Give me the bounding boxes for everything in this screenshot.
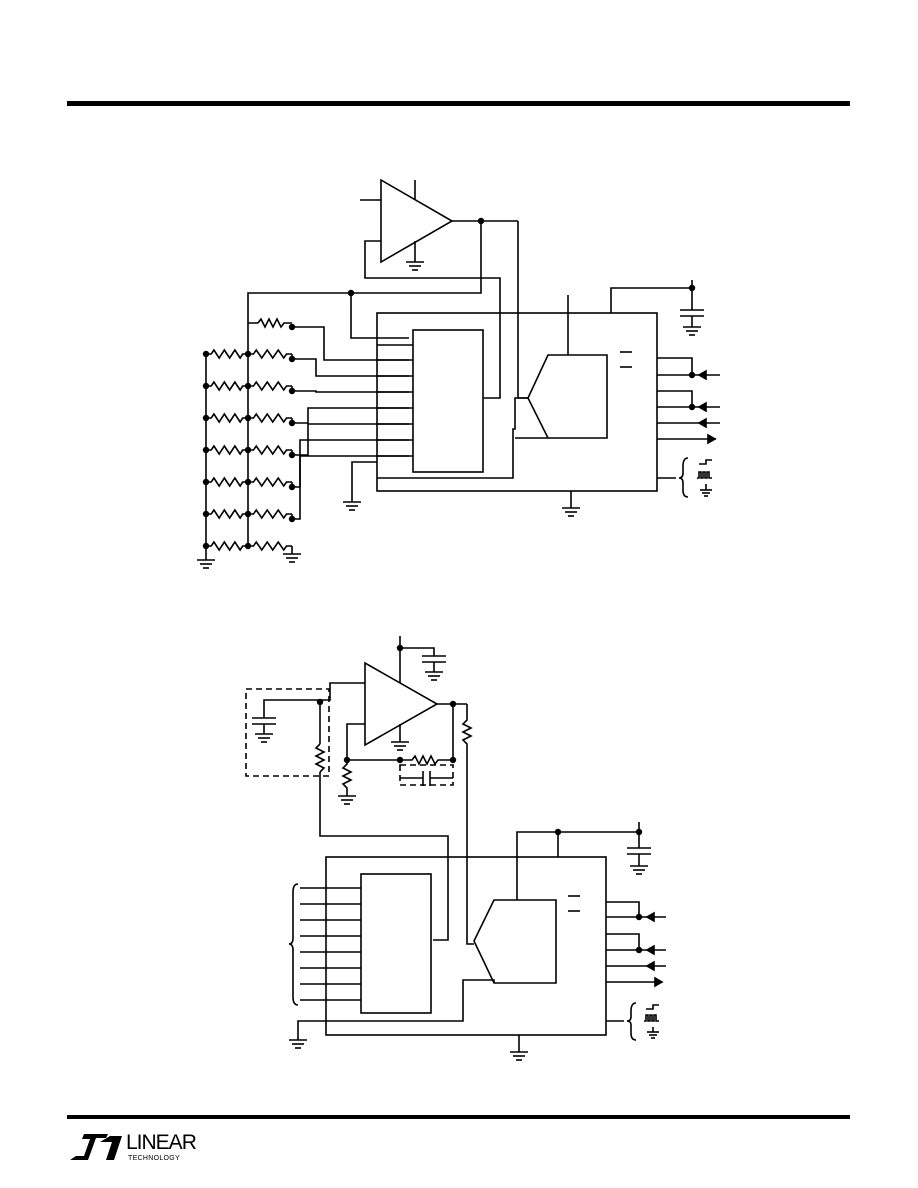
junction-dot (202, 510, 210, 518)
ladder-resistor-series (206, 540, 248, 552)
mux-input-lines-2 (300, 887, 361, 1001)
junction-dot (244, 542, 252, 550)
logo-wordmark: LINEAR (126, 1131, 197, 1154)
mux-block-1 (412, 329, 484, 473)
junction-dot (244, 446, 252, 454)
feedback-cap-box (399, 764, 454, 786)
junction-dot (202, 542, 210, 550)
tap-wire (292, 407, 409, 424)
ladder-resistor-shunt (248, 540, 292, 552)
ladder-rungs (202, 348, 409, 563)
source-box (245, 688, 330, 777)
ladder-resistor-shunt (248, 348, 292, 360)
junction-dot (244, 350, 252, 358)
ladder-resistor-shunt (248, 508, 292, 520)
op-amp-2 (364, 661, 439, 747)
tap-wire (292, 390, 409, 393)
converter-chip-1 (376, 312, 658, 492)
linear-technology-logo (70, 1134, 122, 1160)
logo-subtitle: TECHNOLOGY (128, 1155, 181, 1162)
junction-dot (244, 510, 252, 518)
adc-block-2 (473, 899, 557, 984)
junction-dot (202, 414, 210, 422)
ladder-resistor-series (206, 380, 248, 392)
bottom-rule (67, 1115, 850, 1119)
tap-wire (292, 439, 409, 488)
ladder-resistor-series (206, 348, 248, 360)
ladder-resistor-series (206, 476, 248, 488)
ladder-resistor-shunt (248, 412, 292, 424)
ladder-resistor-shunt (248, 380, 292, 392)
ladder-resistor-series (206, 444, 248, 456)
ladder-resistor-shunt (248, 444, 292, 456)
ladder-resistor-series (206, 412, 248, 424)
mux-input-lines (377, 344, 413, 457)
tap-wire (292, 455, 409, 520)
adc-block-1 (527, 354, 608, 439)
junction-dot (244, 382, 252, 390)
top-rule (67, 101, 850, 106)
junction-dot (244, 414, 252, 422)
op-amp-1 (380, 178, 454, 264)
junction-dot (202, 446, 210, 454)
resistor-ladder (197, 317, 409, 569)
tap-wire (292, 358, 409, 377)
junction-dot (202, 350, 210, 358)
ladder-resistor-series (206, 508, 248, 520)
junction-dot (202, 382, 210, 390)
schematic-1 (197, 178, 720, 569)
junction-dot (244, 478, 252, 486)
schematic-2 (245, 636, 666, 1061)
ladder-resistor-shunt (248, 476, 292, 488)
mux-block-2 (360, 873, 432, 1014)
junction-dot (202, 478, 210, 486)
converter-chip-2 (325, 856, 607, 1036)
